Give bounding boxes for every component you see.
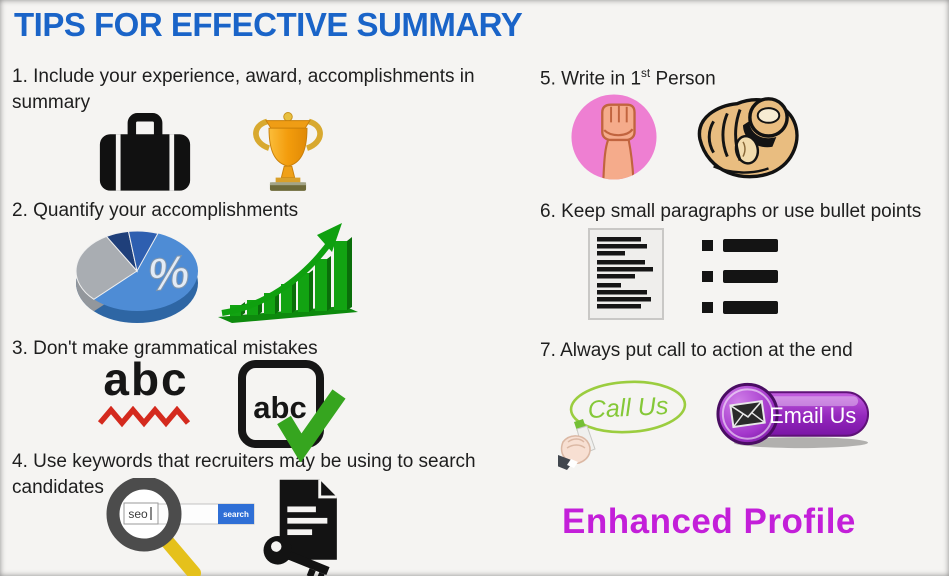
call-us-label: Call Us	[587, 392, 669, 424]
footer-text: Enhanced Profile	[562, 502, 856, 541]
abc-mistake-label: abc	[103, 353, 189, 405]
tip-7-text: 7. Always put call to action at the end	[540, 340, 853, 361]
tip-5-text: 5. Write in 1st Person	[540, 66, 940, 93]
growth-chart-icon	[218, 221, 358, 328]
tip-6-text: 6. Keep small paragraphs or use bullet p…	[540, 201, 922, 222]
email-us-icon: Email Us	[714, 380, 872, 455]
bullet-list-icon	[700, 237, 780, 322]
email-us-label: Email Us	[769, 403, 856, 428]
seo-search-icon: search seo	[106, 476, 256, 576]
abc-correct-label: abc	[253, 390, 306, 425]
paragraph-document-icon	[588, 228, 664, 325]
keyword-document-icon	[258, 476, 350, 576]
tip-5-suffix: Person	[650, 68, 716, 90]
abc-mistake-icon: abc	[96, 356, 196, 433]
abc-correct-icon: abc	[234, 358, 346, 467]
call-us-icon: Call Us	[552, 376, 692, 475]
pie-percent-label: %	[145, 245, 192, 302]
tip-2-text: 2. Quantify your accomplishments	[12, 200, 299, 221]
search-button-label: search	[223, 510, 249, 519]
fist-icon	[570, 93, 658, 186]
tip-5-ordinal: st	[641, 67, 651, 80]
tip-5-prefix: 5. Write in 1	[540, 68, 642, 90]
page-title: TIPS FOR EFFECTIVE SUMMARY	[14, 6, 523, 43]
briefcase-icon	[98, 113, 192, 198]
tip-3-text: 3. Don't make grammatical mistakes	[12, 338, 318, 359]
tip-1-text: 1. Include your experience, award, accom…	[12, 66, 475, 114]
search-query-label: seo	[128, 507, 148, 521]
tip-4-text: 4. Use keywords that recruiters may be u…	[12, 451, 476, 499]
pie-chart-icon: %	[74, 227, 204, 332]
trophy-icon	[250, 108, 326, 199]
pointing-hand-icon	[680, 88, 808, 191]
